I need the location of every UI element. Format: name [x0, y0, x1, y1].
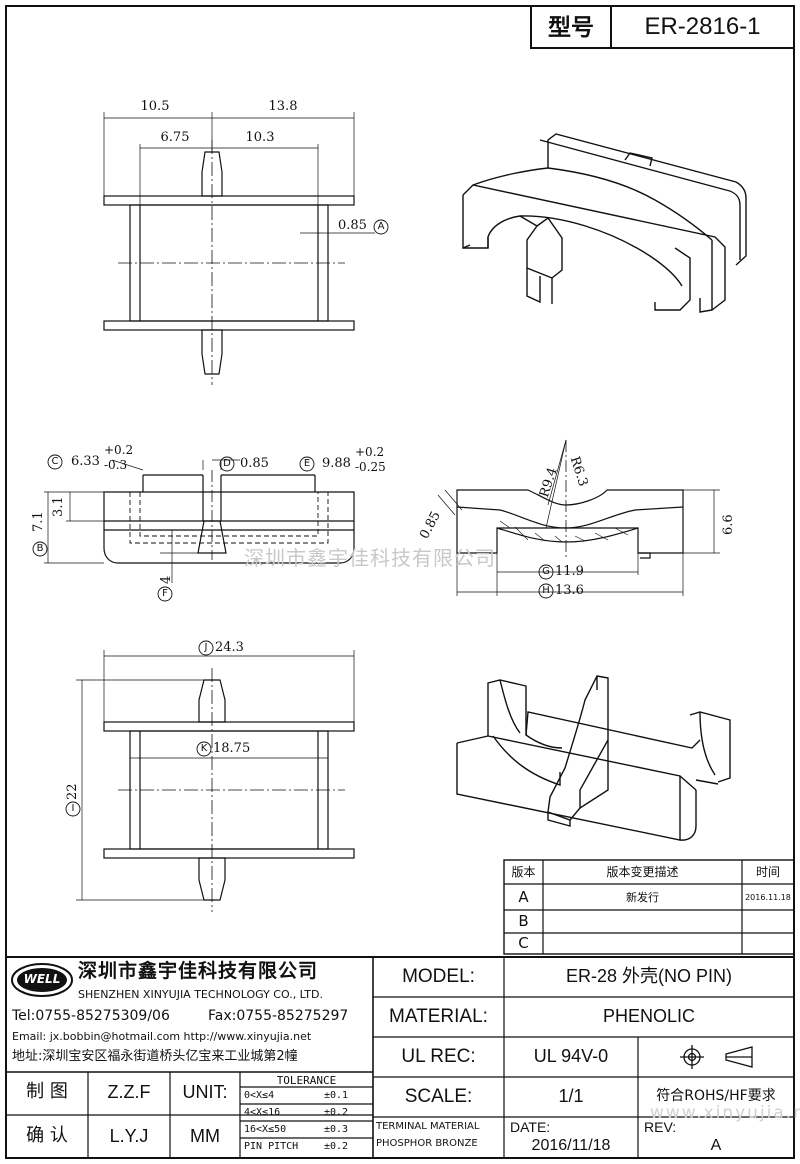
rohs-note: 符合ROHS/HF要求 — [656, 1088, 776, 1104]
drawn-label: 制 图 — [26, 1081, 68, 1102]
dim-c-value: 6.33 — [71, 454, 100, 469]
rev-header-version: 版本 — [511, 865, 536, 879]
revision-table-lines — [503, 859, 795, 955]
rev-row-a-date: 2016.11.18 — [745, 893, 791, 902]
material-field-label: MATERIAL: — [389, 1006, 488, 1027]
dim-top-3: 6.75 — [160, 130, 190, 145]
marker-a: A — [377, 221, 385, 232]
ul-field-value: UL 94V-0 — [533, 1046, 609, 1066]
dim-top-1: 10.5 — [140, 99, 170, 114]
dim-g-value: 11.9 — [555, 564, 584, 579]
tolerance-range-1: 0<X≤4 — [244, 1090, 275, 1101]
rev-header-desc: 版本变更描述 — [606, 865, 679, 879]
dim-side-h1: 3.1 — [51, 496, 66, 517]
marker-circles — [32, 219, 554, 817]
checked-value: L.Y.J — [109, 1126, 149, 1146]
rev-row-b-ver: B — [518, 912, 529, 930]
terminal-material-line2: PHOSPHOR BRONZE — [376, 1138, 478, 1149]
company-address: 地址:深圳宝安区福永街道桥头亿宝来工业城第2幢 — [12, 1049, 298, 1064]
company-email: Email: jx.bobbin@hotmail.com http://www.… — [12, 1030, 312, 1043]
marker-h: H — [542, 585, 550, 596]
watermark-text: 深圳市鑫宇佳科技有限公司 — [244, 546, 496, 570]
tolerance-value-2: ±0.2 — [324, 1107, 349, 1118]
model-number: ER-2816-1 — [644, 13, 761, 40]
marker-g: G — [542, 566, 550, 577]
dim-k-value: 18.75 — [213, 741, 251, 756]
tolerance-range-4: PIN PITCH — [244, 1141, 299, 1152]
scale-field-label: SCALE: — [404, 1086, 473, 1107]
rev-header-date: 时间 — [755, 865, 780, 879]
dim-front-height: 6.6 — [721, 514, 736, 535]
rev-label: REV: — [644, 1119, 677, 1135]
scale-field-value: 1/1 — [558, 1086, 584, 1106]
tolerance-range-3: 16<X≤50 — [244, 1124, 287, 1135]
dim-e-tol-plus: +0.2 — [355, 445, 385, 459]
dim-top-2: 13.8 — [268, 99, 298, 114]
company-name-en: SHENZHEN XINYUJIA TECHNOLOGY CO., LTD. — [78, 988, 323, 1001]
dim-c-tol-minus: -0.3 — [104, 458, 128, 472]
tolerance-value-3: ±0.3 — [324, 1124, 349, 1135]
dim-h-value: 13.6 — [555, 583, 584, 598]
dim-c-tol-plus: +0.2 — [104, 443, 134, 457]
unit-label: UNIT: — [182, 1082, 228, 1102]
date-value: 2016/11/18 — [531, 1137, 611, 1154]
rev-row-a-ver: A — [518, 888, 529, 906]
dim-side-h2: 7.1 — [31, 511, 46, 532]
dim-top-5: 0.85 — [338, 218, 367, 233]
title-block-lines — [6, 956, 794, 1158]
dim-top-4: 10.3 — [245, 130, 275, 145]
model-field-value: ER-28 外壳(NO PIN) — [565, 966, 733, 986]
company-logo — [11, 963, 73, 997]
unit-value: MM — [190, 1126, 220, 1146]
side-view — [44, 459, 355, 583]
drawn-value: Z.Z.F — [107, 1082, 151, 1102]
tolerance-value-1: ±0.1 — [324, 1090, 349, 1101]
bottom-view — [76, 650, 355, 912]
marker-k: K — [200, 743, 208, 754]
checked-label: 确 认 — [26, 1125, 68, 1146]
projection-symbol-icon — [725, 1046, 753, 1068]
dim-d-value: 0.85 — [240, 456, 269, 471]
iso-view-bottom — [456, 675, 731, 841]
dim-e-value: 9.88 — [322, 456, 351, 471]
marker-i: I — [71, 803, 75, 814]
marker-b: B — [36, 543, 44, 554]
tolerance-range-2: 4<X≤16 — [244, 1107, 281, 1118]
terminal-material-line1: TERMINAL MATERIAL — [376, 1121, 480, 1132]
ul-field-label: UL REC: — [401, 1046, 476, 1067]
marker-d: D — [223, 458, 231, 469]
marker-e: E — [303, 458, 311, 469]
company-fax: Fax:0755-85275297 — [208, 1008, 349, 1024]
top-view — [103, 112, 375, 385]
ground-symbol-icon — [680, 1045, 704, 1069]
logo-text: WELL — [23, 972, 61, 986]
front-view — [437, 439, 720, 596]
iso-view-top — [462, 133, 747, 313]
rev-row-c-ver: C — [518, 934, 529, 952]
company-name-cn: 深圳市鑫宇佳科技有限公司 — [78, 960, 319, 982]
dim-j-value: 24.3 — [215, 640, 244, 655]
rev-value: A — [710, 1137, 722, 1154]
date-label: DATE: — [510, 1119, 551, 1135]
marker-j: J — [204, 642, 208, 653]
header-box — [530, 5, 795, 49]
company-tel: Tel:0755-85275309/06 — [12, 1008, 170, 1024]
material-field-value: PHENOLIC — [602, 1006, 696, 1026]
marker-c: C — [51, 456, 59, 467]
model-label: 型号 — [548, 14, 594, 40]
marker-f: F — [162, 588, 168, 599]
sheet-border — [5, 5, 795, 1159]
dim-e-tol-minus: -0.25 — [355, 460, 386, 474]
watermark-url: www.xinyujia.net — [650, 1103, 800, 1123]
dim-i-value: 22 — [65, 783, 80, 800]
tolerance-title: TOLERANCE — [276, 1074, 337, 1087]
model-field-label: MODEL: — [402, 966, 475, 987]
tolerance-value-4: ±0.2 — [324, 1141, 349, 1152]
rev-row-a-desc: 新发行 — [626, 891, 659, 904]
dim-side-h3: 4 — [159, 575, 174, 584]
